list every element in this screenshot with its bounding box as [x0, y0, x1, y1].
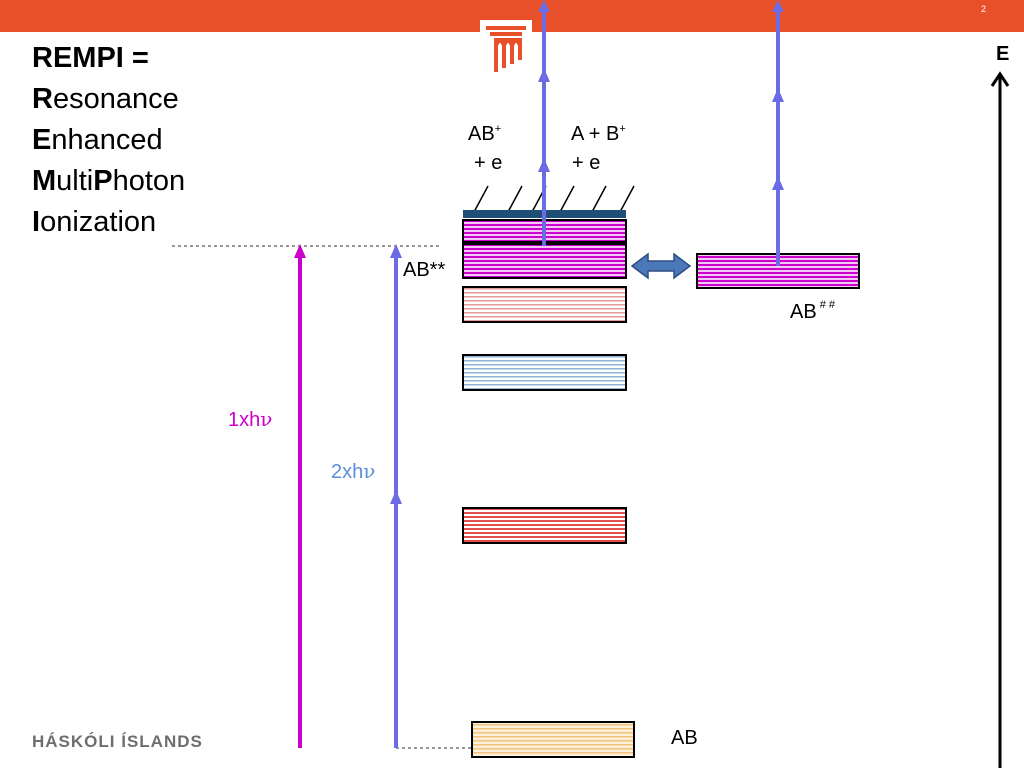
coupled-state-label: AB# # — [790, 299, 836, 323]
ionization-arrow-coupled — [772, 0, 784, 266]
ground-state-label: AB — [671, 727, 698, 749]
university-logo — [480, 20, 532, 76]
ionization-continuum-hatches — [473, 185, 635, 213]
ion-label-fragment: A + B+ — [571, 123, 626, 145]
ground-state-level — [471, 721, 635, 758]
resonant-state-level — [462, 243, 627, 279]
energy-axis-label: E — [996, 43, 1009, 65]
coupling-double-arrow — [630, 252, 692, 280]
intermediate-level-red — [462, 507, 627, 544]
ion-label-fragment-electron: + e — [572, 152, 600, 174]
title-line-1: REMPI = — [32, 42, 149, 74]
slide-title: REMPI = Resonance Enhanced MultiPhoton I… — [32, 38, 185, 243]
resonant-state-label: AB** — [403, 259, 445, 281]
title-line-4: MultiPhoton — [32, 165, 186, 197]
title-line-3: Enhanced — [32, 124, 163, 156]
title-line-5: Ionization — [32, 206, 157, 238]
one-photon-arrow — [294, 244, 306, 748]
two-photon-arrow — [390, 244, 402, 748]
ionization-arrow-direct — [538, 0, 550, 246]
university-name: HÁSKÓLI ÍSLANDS — [32, 732, 203, 751]
ion-label-ab-plus-electron: + e — [474, 152, 502, 174]
excited-level-blue — [462, 354, 627, 391]
ion-label-ab-plus: AB+ — [468, 123, 501, 145]
two-photon-label: 2xhν — [331, 459, 375, 483]
title-line-2: Resonance — [32, 83, 179, 115]
one-photon-label: 1xhν — [228, 407, 272, 431]
energy-axis — [990, 71, 1010, 768]
slide-number: 2 — [980, 4, 986, 14]
excited-level-pink — [462, 286, 627, 323]
